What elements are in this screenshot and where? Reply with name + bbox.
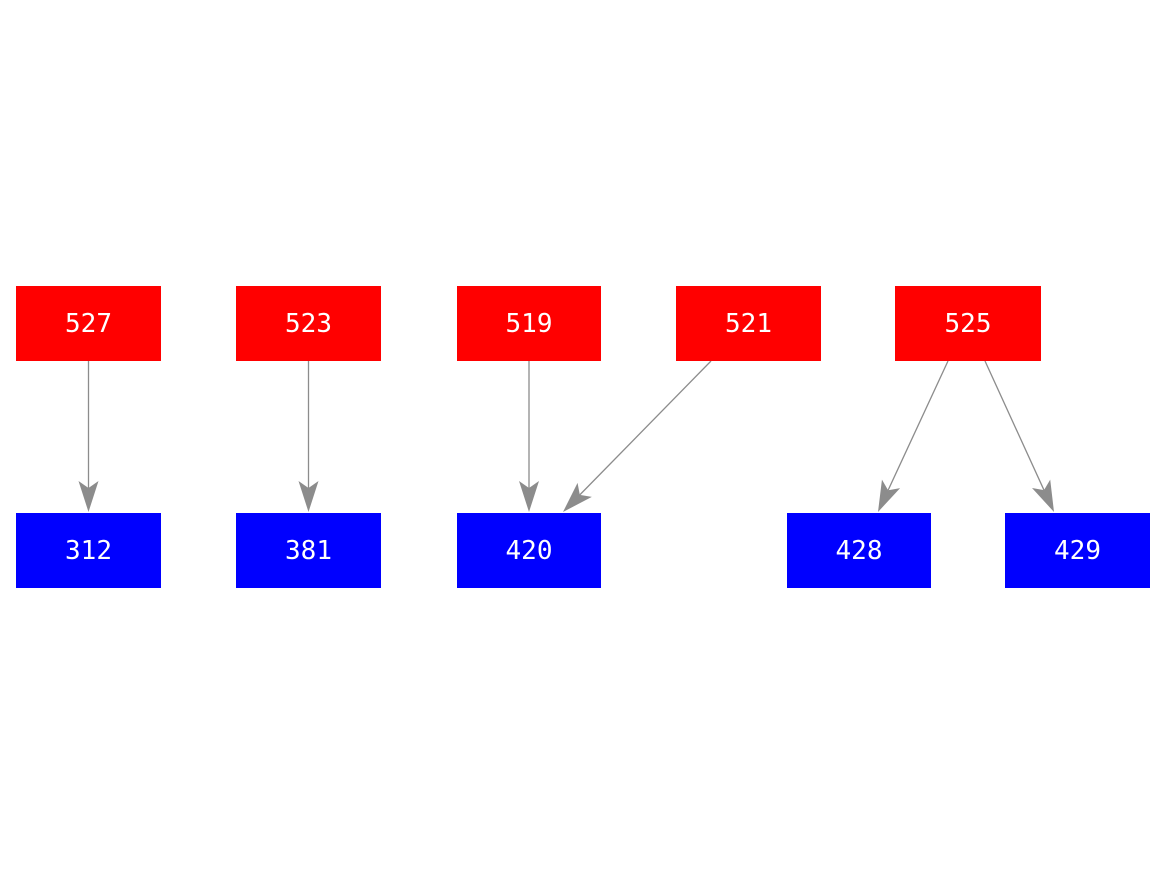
node-525: 525	[895, 286, 1041, 361]
arrowhead-525-428	[878, 479, 901, 512]
node-420: 420	[457, 513, 601, 588]
node-429: 429	[1005, 513, 1150, 588]
edge-525-428	[887, 360, 949, 491]
edge-525-429	[984, 360, 1045, 491]
node-428: 428	[787, 513, 931, 588]
node-381: 381	[236, 513, 381, 588]
arrowhead-519-420	[519, 481, 539, 512]
node-521: 521	[676, 286, 821, 361]
edge-521-420	[579, 360, 712, 496]
node-519: 519	[457, 286, 601, 361]
arrowhead-523-381	[298, 481, 319, 512]
node-523: 523	[236, 286, 381, 361]
node-312: 312	[16, 513, 161, 588]
arrowhead-527-312	[78, 481, 99, 512]
node-527: 527	[16, 286, 161, 361]
arrowhead-521-420	[563, 482, 592, 512]
arrowhead-525-429	[1032, 479, 1054, 512]
